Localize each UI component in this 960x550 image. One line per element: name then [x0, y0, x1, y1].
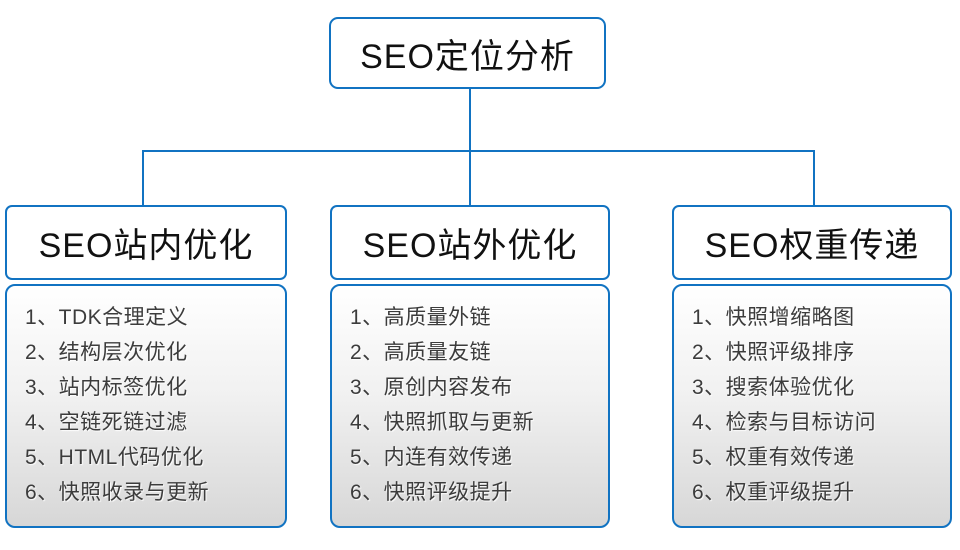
- root-node: SEO定位分析: [329, 17, 606, 89]
- list-item: 4、空链死链过滤: [25, 411, 188, 434]
- list-item: 5、HTML代码优化: [25, 446, 204, 469]
- column-panel-onsite: 1、TDK合理定义 2、结构层次优化 3、站内标签优化 4、空链死链过滤 5、HTML代…: [5, 284, 287, 528]
- list-item: 1、快照增缩略图: [692, 306, 855, 329]
- column-header-weight: SEO权重传递: [672, 205, 952, 280]
- list-item: 3、站内标签优化: [25, 376, 188, 399]
- list-item: 5、内连有效传递: [350, 446, 513, 469]
- list-item: 2、结构层次优化: [25, 341, 188, 364]
- item-list-onsite: 1、TDK合理定义 2、结构层次优化 3、站内标签优化 4、空链死链过滤 5、HTML代…: [25, 300, 275, 510]
- list-item: 2、快照评级排序: [692, 341, 855, 364]
- connector-branch-mid: [469, 150, 471, 207]
- column-panel-offsite: 1、高质量外链 2、高质量友链 3、原创内容发布 4、快照抓取与更新 5、内连有效传递 6…: [330, 284, 610, 528]
- connector-root-stem: [469, 89, 471, 152]
- list-item: 6、权重评级提升: [692, 481, 855, 504]
- column-header-offsite: SEO站外优化: [330, 205, 610, 280]
- list-item: 1、高质量外链: [350, 306, 492, 329]
- connector-branch-right: [813, 150, 815, 207]
- list-item: 6、快照收录与更新: [25, 481, 210, 504]
- column-panel-weight: 1、快照增缩略图 2、快照评级排序 3、搜索体验优化 4、检索与目标访问 5、权重有效传…: [672, 284, 952, 528]
- item-list-weight: 1、快照增缩略图 2、快照评级排序 3、搜索体验优化 4、检索与目标访问 5、权重有效传…: [692, 300, 940, 510]
- list-item: 2、高质量友链: [350, 341, 492, 364]
- list-item: 4、快照抓取与更新: [350, 411, 535, 434]
- list-item: 4、检索与目标访问: [692, 411, 877, 434]
- list-item: 6、快照评级提升: [350, 481, 513, 504]
- column-header-onsite: SEO站内优化: [5, 205, 287, 280]
- list-item: 3、原创内容发布: [350, 376, 513, 399]
- connector-branch-left: [142, 150, 144, 207]
- list-item: 3、搜索体验优化: [692, 376, 855, 399]
- connector-horizontal: [142, 150, 815, 152]
- item-list-offsite: 1、高质量外链 2、高质量友链 3、原创内容发布 4、快照抓取与更新 5、内连有效传递 6…: [350, 300, 598, 510]
- list-item: 1、TDK合理定义: [25, 306, 189, 329]
- list-item: 5、权重有效传递: [692, 446, 855, 469]
